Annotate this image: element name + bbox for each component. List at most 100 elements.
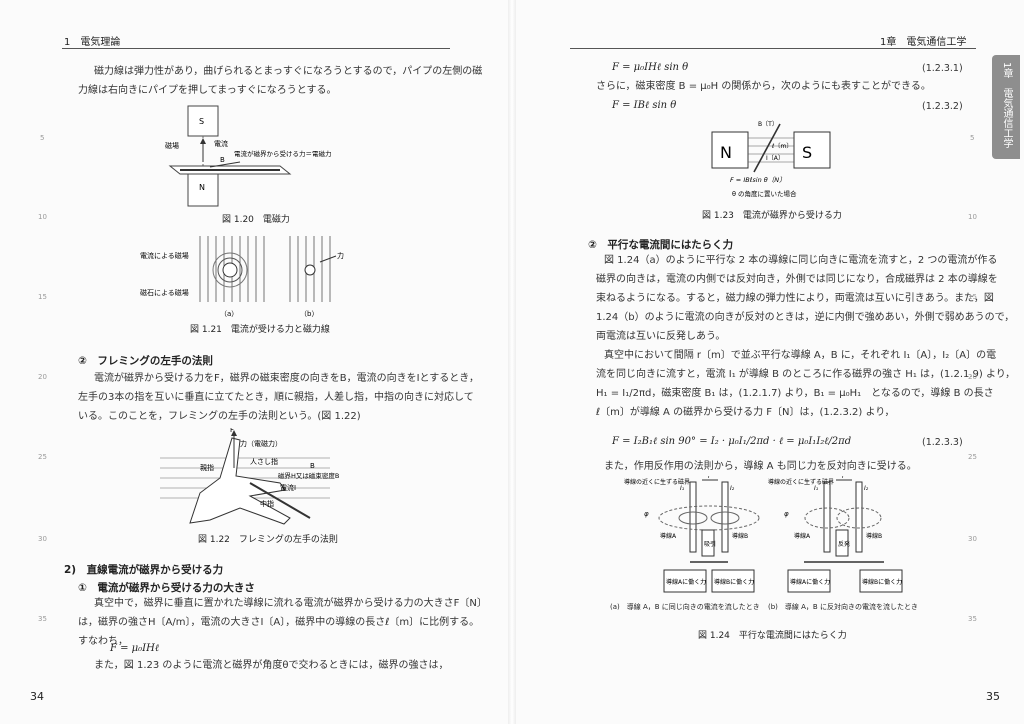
book-gutter [508, 0, 516, 724]
fig120-label-b: B [220, 156, 225, 164]
parallel-line-5: 両電流は互いに反発しあう。 [596, 331, 726, 342]
left-line-number: 15 [38, 293, 47, 301]
section-2-after: また，図 1.23 のように電流と磁界が角度θで交わるときには，磁界の強さは， [94, 660, 449, 671]
eqno-1-2-3-1: (1.2.3.1) [922, 63, 963, 74]
fig120-label-s: S [199, 117, 204, 126]
fig124-label-wire-b-b: 導線B [866, 532, 882, 540]
parallel-line-8: H₁ = I₁/2πd，磁束密度 B₁ は，(1.2.1.7) より，B₁ = … [596, 388, 994, 399]
chapter-tab-label: 1章 電気通信工学 [1001, 62, 1012, 149]
left-line-number: 25 [38, 453, 47, 461]
right-page: 1章 電気通信工学 F = μ₀IHℓ sin θ (1.2.3.1) さらに，… [512, 0, 1024, 724]
fig120-caption: 図 1.20 電磁力 [222, 215, 290, 225]
fig124-label-repel: 反発 [838, 540, 850, 548]
left-running-header: 1 電気理論 [64, 37, 121, 48]
left-line-number: 10 [38, 213, 47, 221]
fig124-label-wire-a-b: 導線A [794, 532, 811, 540]
fig124-label-near-a: 導線の近くに生ずる磁界 [624, 478, 690, 486]
right-running-header: 1章 電気通信工学 [880, 37, 967, 48]
fig122-label-force: 力（電磁力） [240, 439, 282, 448]
fig124-label-i1-a: I₁ [680, 485, 685, 492]
right-line-number: 35 [968, 615, 977, 623]
parallel-after: また，作用反作用の法則から，導線 A も同じ力を反対向きに受ける。 [604, 461, 917, 472]
figure-1-22: F 力（電磁力） 親指 人さし指 磁界H又は磁束密度B 電流I 中指 B [160, 428, 339, 525]
fig124-label-wire-b-a: 導線B [732, 532, 748, 540]
parallel-line-6: 真空中において間隔 r〔m〕で並ぶ平行な導線 A，B に，それぞれ I₁〔A〕，… [604, 350, 997, 361]
fig122-label-f: F [230, 428, 234, 434]
fig121-caption: 図 1.21 電流が受ける力と磁力線 [190, 325, 330, 335]
parallel-line-3: 束ねるようになる。すると，磁力線の弾力性により，両電流は互いに引きあう。また，図 [596, 293, 994, 304]
fig121-label-current-field: 電流による磁場 [140, 251, 189, 260]
fig124-label-i1-b: I₁ [814, 485, 819, 492]
fig122-caption: 図 1.22 フレミングの左手の法則 [198, 535, 338, 545]
right-page-number: 35 [986, 690, 1000, 703]
right-line-number: 30 [968, 535, 977, 543]
fig124-caption: 図 1.24 平行な電流間にはたらく力 [698, 631, 847, 641]
section-2-line-1: 真空中で，磁界に垂直に置かれた導線に流れる電流が磁界から受ける力の大きさF〔N〕 [94, 598, 487, 609]
left-line-number: 20 [38, 373, 47, 381]
fleming-line-2: 左手の3本の指を互いに垂直に立てたとき，順に親指，人差し指，中指の向きに対応して [78, 392, 474, 403]
fig120-label-n: N [199, 183, 205, 192]
fig124-label-force-b-a: 導線Bに働く力 [714, 578, 754, 586]
fig124-label-i2-b: I₂ [864, 485, 869, 492]
fig123-label-angle: θ の角度に置いた場合 [732, 189, 797, 198]
left-page-number: 34 [30, 690, 44, 703]
fig124-label-phi-b: φ [784, 510, 789, 518]
fig124-label-attract: 吸引 [704, 540, 716, 548]
fig122-label-index: 人さし指 [250, 457, 278, 466]
fleming-heading: ② フレミングの左手の法則 [78, 355, 213, 367]
section-2-line-2: は，磁界の強さH〔A/m〕，電流の大きさI〔A〕，磁界中の導線の長さℓ〔m〕に比… [78, 617, 480, 628]
fig124-label-wire-a-a: 導線A [660, 532, 677, 540]
fig123-caption: 図 1.23 電流が磁界から受ける力 [702, 211, 842, 221]
parallel-line-4: 1.24（b）のように電流の向きが反対のときは，逆に内側で強めあい，外側で弱めあ… [596, 312, 1015, 323]
section-2-line-3: すなわち， [78, 636, 128, 647]
intro-line-1: 磁力線は弾力性があり，曲げられるとまっすぐになろうとするので，パイプの左側の磁 [94, 66, 483, 77]
fig124-label-i2-a: I₂ [730, 485, 735, 492]
right-line-number: 25 [968, 453, 977, 461]
parallel-heading: ② 平行な電流間にはたらく力 [588, 239, 734, 251]
fig124-label-near-b: 導線の近くに生ずる磁界 [768, 478, 834, 486]
fig121-label-magnet-field: 磁石による磁場 [140, 288, 189, 297]
fig123-label-formula: F = IBℓsin θ〔N〕 [730, 176, 786, 184]
left-line-number: 35 [38, 615, 47, 623]
fig123-label-bt: B〔T〕 [758, 121, 778, 128]
fig123-label-n: N [720, 143, 732, 162]
right-line-number: 20 [968, 373, 977, 381]
section-2-formula: F = μ₀IHℓ [110, 643, 160, 654]
left-line-number: 30 [38, 535, 47, 543]
figure-1-24: r 導線の近くに生ずる磁界 I₁ I₂ φ 導線A 導線B 吸引 導線Aに働く力… [624, 476, 903, 593]
fleming-line-3: いる。このことを，フレミングの左手の法則という。(図 1.22) [78, 411, 361, 422]
intro-line-2: 力線は右向きにパイプを押してまっすぐになろうとする。 [78, 85, 337, 96]
figure-1-20: S N 磁場 電流 B 電流が磁界から受ける力＝電磁力 [165, 105, 332, 207]
parallel-line-9: ℓ〔m〕が導線 A の磁界から受ける力 F〔N〕は，(1.2.3.2) より， [596, 407, 895, 418]
fig124-sub-a: (a) 導線 A，B に同じ向きの電流を流したとき [610, 603, 760, 611]
right-header-rule [570, 48, 976, 49]
fig124-label-force-a-b: 導線Aに働く力 [790, 578, 830, 586]
fig121-label-a: （a） [220, 310, 238, 318]
right-line-number: 5 [970, 134, 975, 142]
right-line-number: 15 [968, 293, 977, 301]
figure-1-23: N S B〔T〕 ℓ〔m〕 I〔A〕 F = IBℓsin θ〔N〕 θ の角度… [711, 121, 831, 198]
fleming-line-1: 電流が磁界から受ける力をF，磁界の磁束密度の向きをB，電流の向きをIとするとき， [94, 373, 479, 384]
fig124-label-phi-a: φ [644, 510, 649, 518]
figure-1-21: 力 電流による磁場 磁石による磁場 （a） （b） [140, 236, 344, 318]
left-line-number: 5 [40, 134, 45, 142]
section-2-heading: 2) 直線電流が磁界から受ける力 [64, 564, 224, 576]
fig121-label-force: 力 [337, 251, 344, 260]
fig122-label-thumb: 親指 [200, 463, 214, 472]
chapter-tab [992, 55, 1020, 159]
parallel-line-1: 図 1.24（a）のように平行な 2 本の導線に同じ向きに電流を流すと，2 つの… [604, 255, 998, 266]
fig122-label-b: B [310, 462, 315, 470]
fig122-label-flux: 磁界H又は磁束密度B [278, 471, 339, 480]
fig122-label-current: 電流I [280, 483, 296, 492]
formula-1-2-3-2: F = IBℓ sin θ [612, 100, 677, 111]
section-2-subheading: ① 電流が磁界から受ける力の大きさ [78, 582, 255, 594]
fig123-label-i: I〔A〕 [766, 155, 784, 162]
formula-1-2-3-3: F = I₂B₁ℓ sin 90° = I₂ · μ₀I₁/2πd · ℓ = … [612, 436, 852, 447]
right-line-number: 10 [968, 213, 977, 221]
fig120-label-force: 電流が磁界から受ける力＝電磁力 [234, 149, 332, 158]
fig120-label-current: 電流 [214, 139, 228, 148]
fig121-label-b: （b） [300, 310, 318, 318]
fig123-label-s: S [802, 143, 812, 162]
eqno-1-2-3-2: (1.2.3.2) [922, 101, 963, 112]
